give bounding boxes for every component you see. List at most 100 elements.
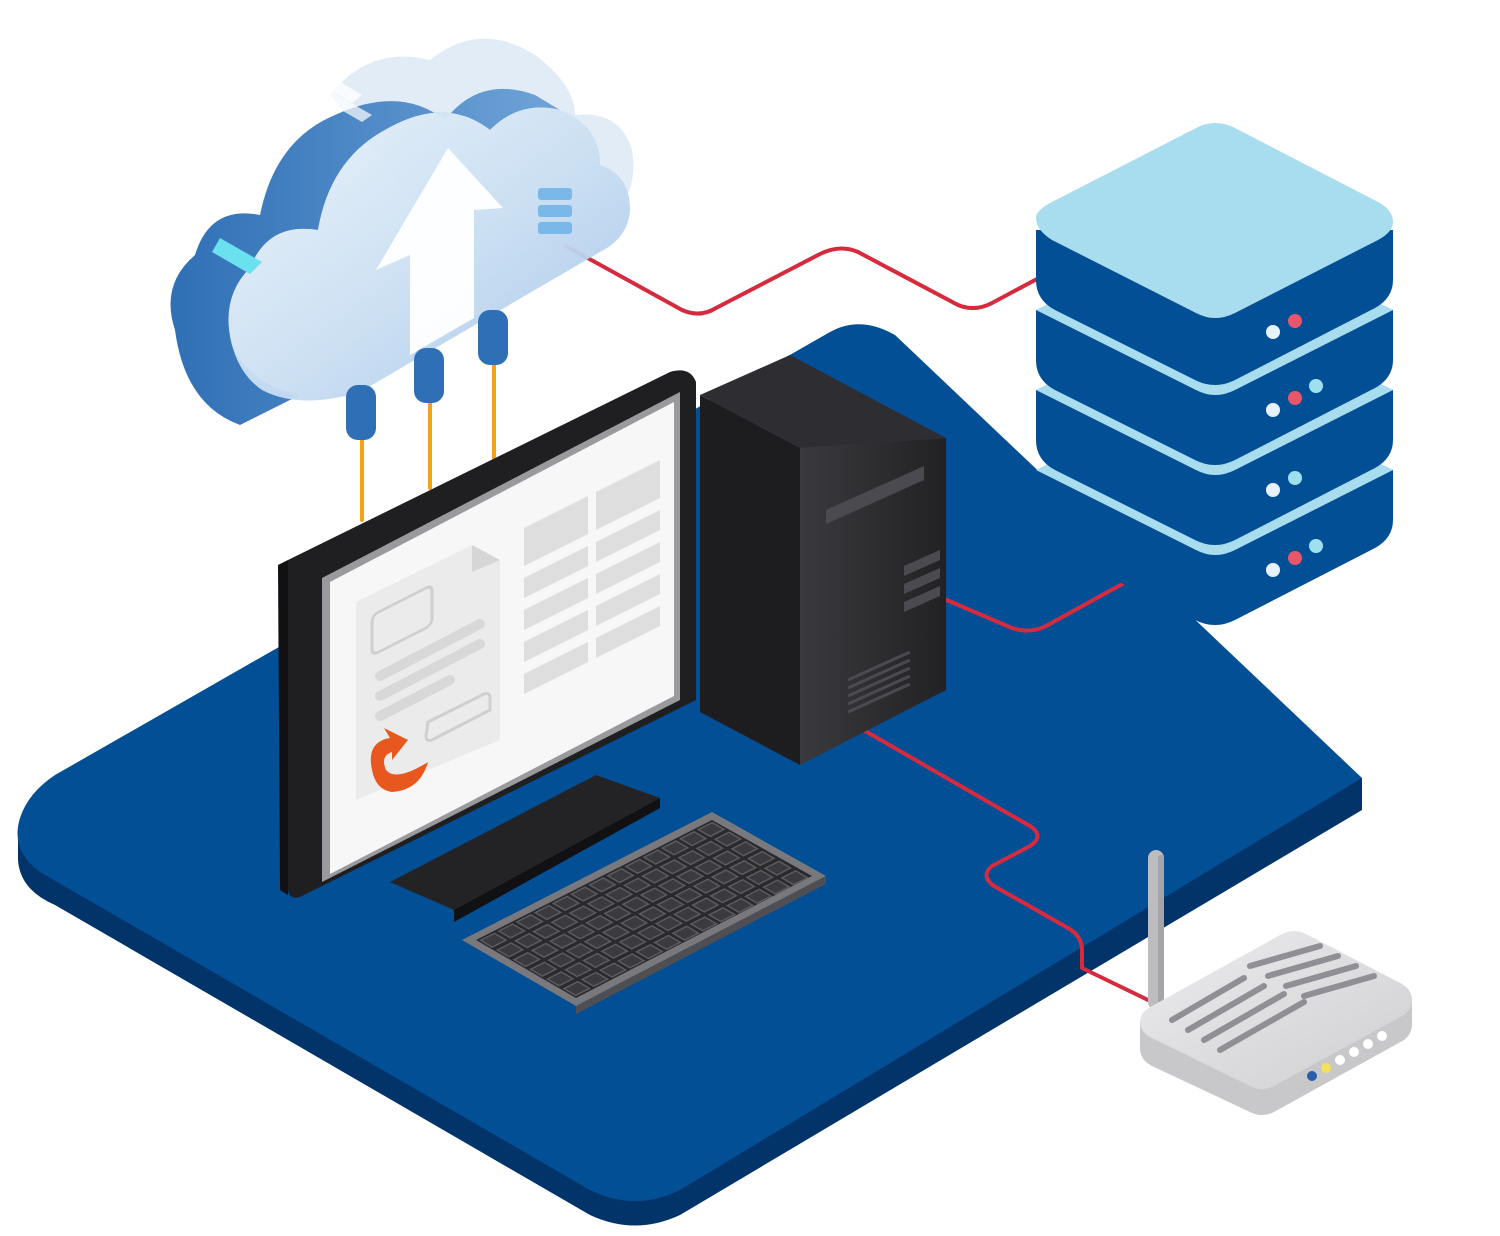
server-unit-1 bbox=[1036, 123, 1393, 385]
keyboard-key bbox=[725, 897, 755, 914]
keyboard-key bbox=[515, 914, 545, 930]
keyboard-key bbox=[619, 915, 649, 931]
keyboard-key bbox=[696, 821, 726, 838]
router-led-1 bbox=[1335, 1055, 1345, 1065]
keyboard-key bbox=[636, 924, 666, 941]
keyboard-key bbox=[671, 925, 700, 941]
keyboard-key bbox=[533, 904, 563, 921]
keyboard-key bbox=[691, 897, 720, 913]
keyboard-key bbox=[660, 840, 690, 856]
keyboard-key bbox=[672, 906, 702, 923]
keyboard-key bbox=[713, 831, 743, 847]
keyboard-key bbox=[512, 951, 542, 968]
keyboard-key bbox=[586, 895, 616, 912]
keyboard-key bbox=[529, 961, 558, 977]
keyboard-key bbox=[762, 879, 791, 895]
keyboard-key bbox=[710, 869, 740, 885]
cloud-connectors bbox=[346, 310, 508, 440]
doc-button-block bbox=[424, 692, 492, 742]
screen-sidebar-blocks bbox=[524, 460, 660, 694]
doc-image-block bbox=[370, 585, 434, 655]
keyboard-key bbox=[745, 869, 775, 886]
tower-slot-1 bbox=[826, 466, 924, 524]
keyboard-key bbox=[639, 887, 669, 903]
keyboard-key bbox=[657, 877, 687, 894]
cloud-highlight-3 bbox=[324, 92, 372, 122]
wifi-router-icon bbox=[1140, 850, 1412, 1115]
keyboard-key bbox=[678, 830, 708, 847]
keyboard-deck bbox=[476, 820, 812, 998]
router-led-2 bbox=[1349, 1047, 1359, 1057]
keyboard-key bbox=[580, 971, 610, 988]
router-vents bbox=[1169, 943, 1377, 1053]
router-antenna-shade bbox=[1158, 855, 1164, 1005]
monitor-frame-side bbox=[278, 560, 288, 895]
cloud-highlight-2 bbox=[312, 70, 362, 103]
keyboard-key bbox=[763, 860, 793, 876]
keyboard-key bbox=[707, 906, 737, 923]
keyboard-key bbox=[606, 867, 635, 884]
keyboard-key bbox=[730, 841, 759, 857]
keyboard-key bbox=[674, 887, 703, 904]
keyboard-key bbox=[654, 915, 684, 932]
keyboard-key bbox=[551, 895, 581, 912]
keyboard-key bbox=[624, 858, 653, 875]
keyboard-key bbox=[621, 896, 650, 912]
desktop-tower-icon bbox=[700, 355, 946, 765]
tower-slot-3 bbox=[904, 568, 940, 594]
keyboard-key bbox=[712, 850, 741, 866]
router-led-yellow bbox=[1321, 1063, 1331, 1073]
keyboard-key bbox=[513, 932, 543, 949]
keyboard-key bbox=[582, 952, 611, 969]
keyboard-key bbox=[598, 962, 628, 978]
keyboard-key bbox=[659, 859, 688, 875]
monitor-icon bbox=[278, 370, 696, 922]
keyboard-key bbox=[622, 877, 652, 894]
keyboard-key bbox=[727, 878, 756, 895]
keyboard-key bbox=[689, 916, 719, 932]
keyboard-keys bbox=[479, 821, 809, 997]
cloud-upload-icon bbox=[170, 38, 634, 440]
keyboard-front bbox=[576, 876, 826, 1014]
keyboard-key bbox=[641, 868, 670, 884]
router-led-4 bbox=[1377, 1031, 1387, 1041]
keyboard-key bbox=[616, 953, 646, 969]
desk-platform bbox=[17, 324, 1362, 1226]
keyboard-key bbox=[638, 906, 667, 922]
keyboard-key bbox=[530, 942, 560, 959]
monitor-stand-front bbox=[454, 798, 660, 922]
keyboard-key bbox=[565, 943, 595, 959]
keyboard-key bbox=[746, 850, 776, 867]
keyboard-key bbox=[563, 961, 593, 978]
keyboard-key bbox=[642, 849, 672, 865]
keyboard-key bbox=[695, 840, 725, 857]
keyboard-key bbox=[604, 886, 634, 903]
keyboard-key bbox=[547, 952, 576, 968]
keyboard-key bbox=[780, 870, 809, 886]
keyboard-key bbox=[550, 914, 579, 930]
keyboard-key bbox=[545, 971, 575, 987]
keyboard-key bbox=[618, 934, 647, 950]
keyboard-icon bbox=[462, 812, 826, 1014]
keyboard-key bbox=[675, 868, 705, 885]
keyboard-key bbox=[693, 859, 723, 875]
keyboard-key bbox=[583, 933, 613, 950]
server-stack-icon bbox=[1036, 123, 1393, 625]
router-led-blue bbox=[1307, 1071, 1317, 1081]
platform-top bbox=[17, 324, 1362, 1201]
keyboard-key bbox=[568, 905, 597, 921]
keyboard-key bbox=[692, 878, 722, 894]
keyboard-key bbox=[585, 914, 614, 931]
keyboard-key bbox=[677, 849, 706, 866]
cables bbox=[360, 238, 1157, 1002]
keyboard-key bbox=[743, 888, 773, 904]
keyboard-key bbox=[601, 924, 631, 941]
keyboard-key bbox=[479, 932, 508, 948]
keyboard-key bbox=[588, 877, 617, 893]
keyboard-key bbox=[495, 942, 525, 958]
monitor-stand bbox=[390, 775, 660, 910]
tower-vent bbox=[847, 650, 911, 714]
keyboard-key bbox=[728, 859, 758, 876]
keyboard-key bbox=[532, 923, 561, 940]
keyboard-key bbox=[656, 896, 685, 913]
